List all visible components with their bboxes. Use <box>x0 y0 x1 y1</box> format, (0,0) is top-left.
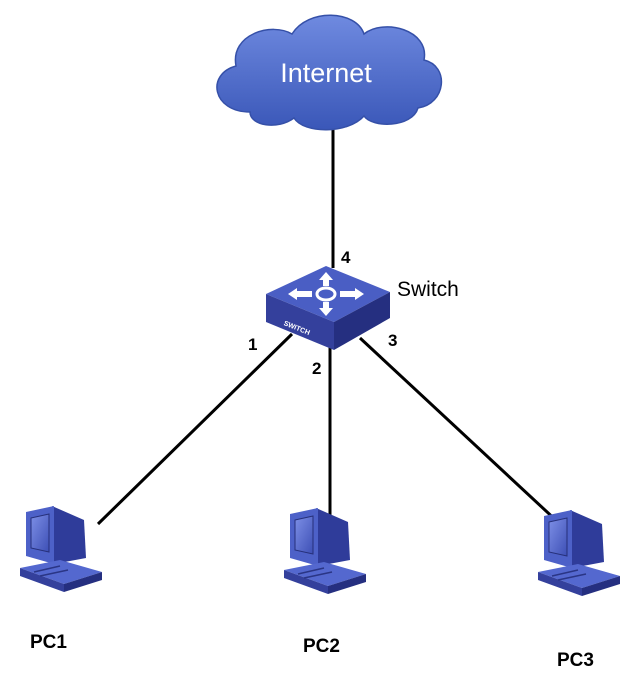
pc1-computer-icon <box>19 505 103 593</box>
links <box>96 130 562 526</box>
link-switch-pc3 <box>358 336 562 526</box>
pc3-label: PC3 <box>557 650 594 671</box>
pc2-computer-icon <box>283 507 367 595</box>
switch-icon: SWITCH <box>266 266 390 350</box>
link-switch-pc1 <box>96 332 294 526</box>
port-label-4: 4 <box>341 248 351 267</box>
switch-label: Switch <box>397 278 459 301</box>
port-label-2: 2 <box>312 359 321 378</box>
port-label-3: 3 <box>388 331 397 350</box>
internet-cloud-icon: Internet <box>216 14 442 131</box>
switch-arrows-icon <box>288 272 364 316</box>
cloud-label: Internet <box>280 58 372 88</box>
pc3-computer-icon <box>537 509 621 597</box>
pc1-label: PC1 <box>30 632 67 653</box>
pc2-label: PC2 <box>303 636 340 657</box>
port-label-1: 1 <box>248 335 257 354</box>
